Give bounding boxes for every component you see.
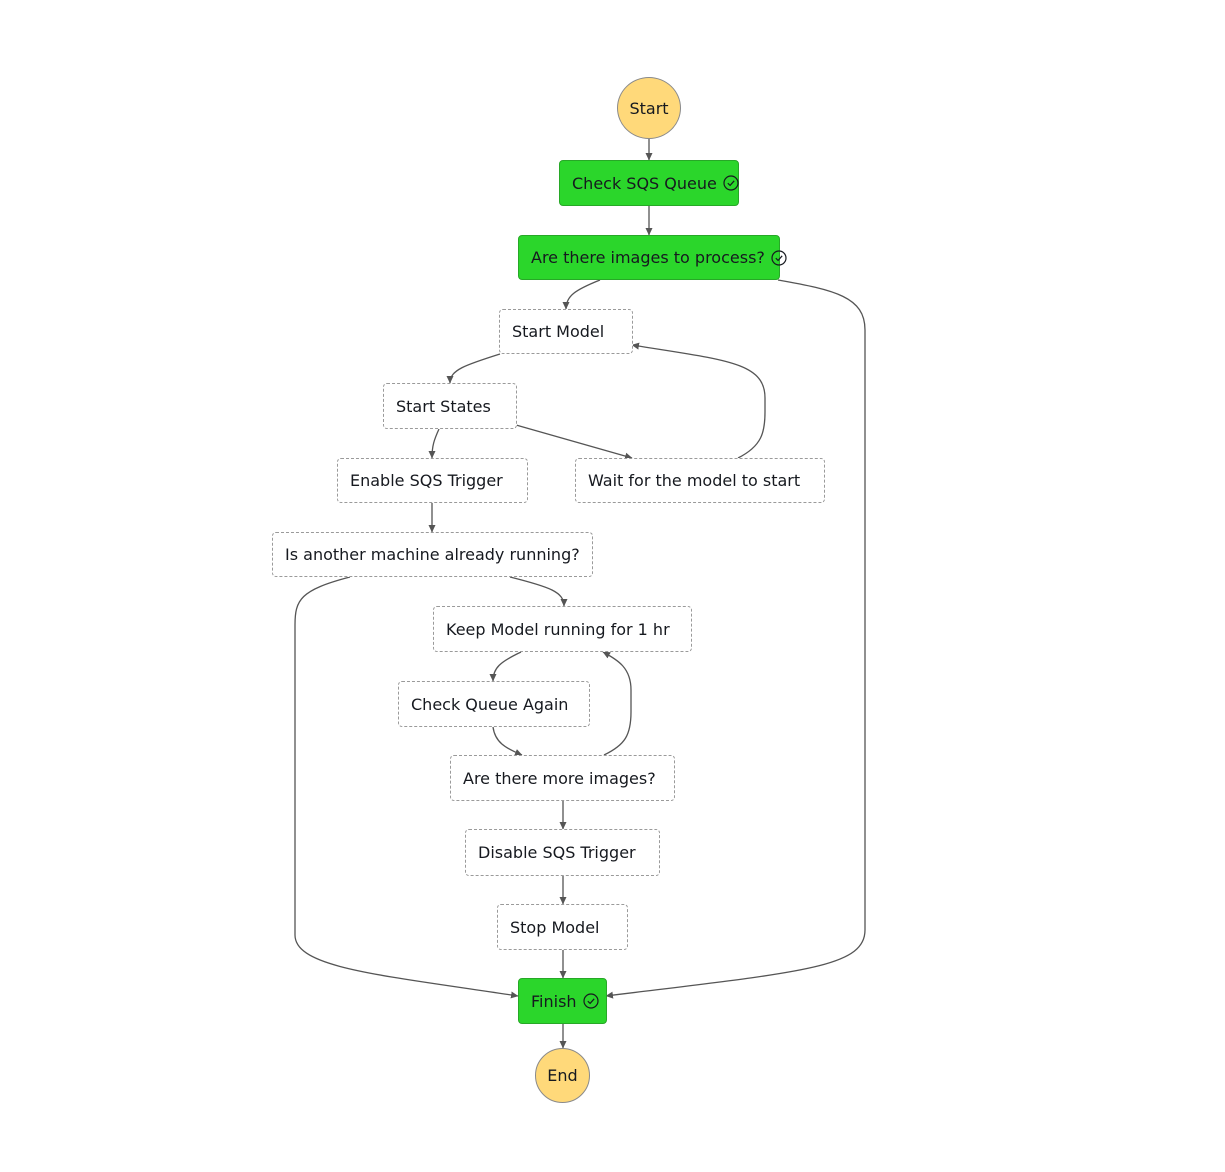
- check-circle-icon: [723, 175, 739, 191]
- end-state[interactable]: End: [535, 1048, 590, 1103]
- edge-another-to-keep: [509, 576, 568, 607]
- edge-images-to-finish: [605, 279, 866, 999]
- state-label: Check Queue Again: [411, 694, 569, 714]
- check-circle-icon: [771, 249, 787, 266]
- state-label: Start Model: [512, 322, 605, 341]
- end-state-label: End: [547, 1066, 578, 1085]
- state-are-there-images-to-process[interactable]: Are there images to process?: [518, 235, 787, 280]
- state-label: Wait for the model to start: [588, 471, 801, 490]
- edge-start-states-to-enable: [428, 428, 440, 459]
- edge-keep-to-check-again: [489, 651, 522, 682]
- state-stop-model[interactable]: Stop Model: [497, 904, 628, 950]
- state-label: Stop Model: [510, 917, 600, 937]
- state-keep-model-running[interactable]: Keep Model running for 1 hr: [433, 606, 692, 652]
- state-label: Finish: [531, 991, 577, 1011]
- state-label: Are there more images?: [463, 768, 656, 788]
- edge-wait-to-start-model: [631, 342, 766, 459]
- state-start-model[interactable]: Start Model: [499, 309, 633, 354]
- edge-images-to-start-model: [562, 279, 601, 310]
- state-label: Disable SQS Trigger: [478, 843, 636, 862]
- state-is-another-machine-running[interactable]: Is another machine already running?: [272, 532, 593, 577]
- check-circle-icon: [582, 993, 599, 1009]
- edge-more-to-keep: [602, 651, 632, 756]
- state-label: Start States: [396, 396, 491, 416]
- state-enable-sqs-trigger[interactable]: Enable SQS Trigger: [337, 458, 528, 503]
- state-wait-for-model-to-start[interactable]: Wait for the model to start: [575, 458, 825, 503]
- state-label: Keep Model running for 1 hr: [446, 619, 670, 639]
- state-label: Check SQS Queue: [572, 173, 717, 193]
- edge-check-again-to-more: [492, 726, 523, 756]
- start-state-label: Start: [629, 98, 669, 118]
- edge-another-to-finish: [294, 576, 519, 999]
- state-label: Are there images to process?: [531, 248, 765, 267]
- state-check-queue-again[interactable]: Check Queue Again: [398, 681, 590, 727]
- state-disable-sqs-trigger[interactable]: Disable SQS Trigger: [465, 829, 660, 876]
- state-label: Enable SQS Trigger: [350, 471, 503, 490]
- edge-start-model-to-start-states: [446, 353, 501, 384]
- state-label: Is another machine already running?: [285, 545, 580, 564]
- state-finish[interactable]: Finish: [518, 978, 607, 1024]
- state-are-there-more-images[interactable]: Are there more images?: [450, 755, 675, 801]
- edge-start-states-to-wait: [515, 424, 633, 460]
- state-check-sqs-queue[interactable]: Check SQS Queue: [559, 160, 739, 206]
- state-start-states[interactable]: Start States: [383, 383, 517, 429]
- start-state[interactable]: Start: [617, 77, 681, 139]
